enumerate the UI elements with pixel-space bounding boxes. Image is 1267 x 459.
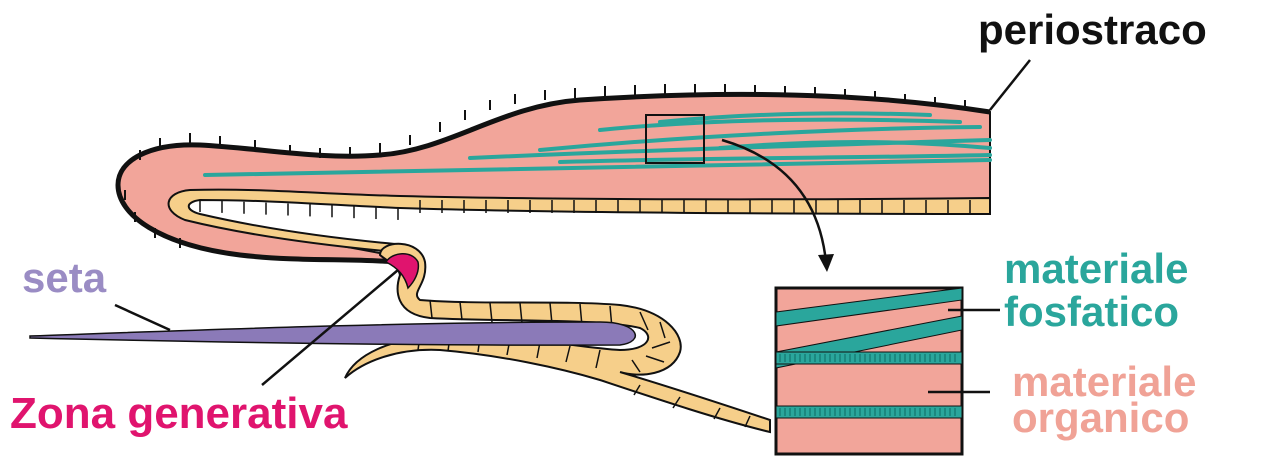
label-periostraco: periostraco bbox=[978, 6, 1207, 53]
label-materiale-organico-2: organico bbox=[1012, 394, 1189, 441]
label-zona-generativa: Zona generativa bbox=[10, 389, 348, 438]
label-materiale-fosfatico-1: materiale bbox=[1004, 245, 1188, 292]
label-materiale-fosfatico-2: fosfatico bbox=[1004, 288, 1179, 335]
inset-detail bbox=[776, 288, 962, 454]
label-seta: seta bbox=[22, 254, 107, 301]
